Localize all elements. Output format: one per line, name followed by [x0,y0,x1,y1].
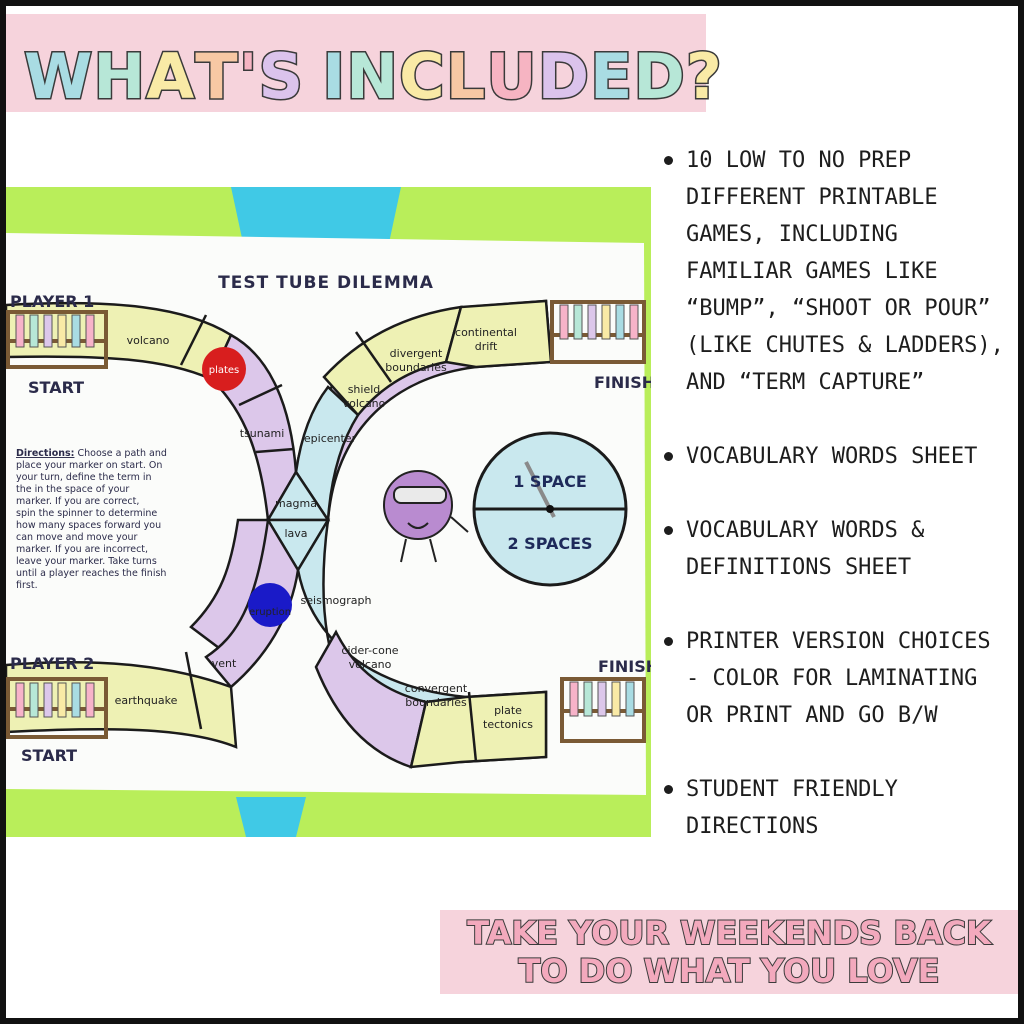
start2-label: START [21,746,77,765]
svg-text:Directions: Choose a path and: Directions: Choose a path and [16,448,167,459]
page-title: WHAT'S INCLUDED? [22,32,723,122]
player1-label: PLAYER 1 [10,292,94,311]
title-letter: ? [684,39,723,115]
title-letter: T [194,39,239,115]
list-item: STUDENT FRIENDLY DIRECTIONS [662,771,1014,845]
title-letter: D [632,39,686,115]
cta-banner: TAKE YOUR WEEKENDS BACK TO DO WHAT YOU L… [440,910,1018,994]
title-letter: S [257,39,305,115]
term-convergent-2: boundaries [405,696,467,709]
directions-line: marker. If you are correct, [16,496,139,507]
game-board-photo: TEST TUBE DILEMMA PLAYER 1 START PLAYER … [6,187,651,837]
term-seismograph: seismograph [301,594,372,607]
term-divergent-2: boundaries [385,361,447,374]
directions-line: marker. If you are incorrect, [16,544,148,555]
game-directions: Directions: Choose a path and place your… [16,448,167,591]
title-letter: I [321,39,347,115]
term-cider: cider-cone [341,644,398,657]
blue-marker [248,583,292,627]
term-eruption: eruption [249,607,291,618]
term-epicenter: epicenter [304,432,357,445]
term-earthquake: earthquake [115,694,178,707]
title-letter: ' [237,39,259,115]
title-letter: N [345,39,400,115]
term-tsunami: tsunami [240,427,285,440]
directions-line: until a player reaches the finish [16,568,166,579]
test-tube-rack-icon [6,310,108,369]
spinner-top-label: 1 SPACE [513,472,587,491]
directions-line: can move and move your [16,532,138,543]
term-continental: continental [455,326,517,339]
test-tube-rack-icon [6,677,108,739]
title-letter: H [92,39,147,115]
directions-line: Choose a path and [77,448,166,459]
list-item: PRINTER VERSION CHOICES - COLOR FOR LAMI… [662,623,1014,734]
title-banner: WHAT'S INCLUDED? [6,14,723,115]
term-plate: plate [494,704,522,717]
test-tube-rack-icon [550,300,646,364]
directions-line: how many spaces forward you [16,520,161,531]
title-letter: C [398,39,446,115]
term-plate-2: tectonics [483,718,533,731]
spinner [472,431,628,587]
title-letter: L [444,39,487,115]
title-letter: A [145,39,196,115]
term-magma: magma [275,497,317,510]
term-vent: vent [212,657,237,670]
title-letter: W [22,39,94,115]
term-cider-2: volcano [349,658,392,671]
term-shield-2: volcano [343,397,386,410]
directions-line: place your marker on start. On [16,460,162,471]
spinner-bottom-label: 2 SPACES [507,534,592,553]
directions-label: Directions: [16,448,74,459]
start1-label: START [28,378,84,397]
cyan-background-bottom [236,797,306,837]
term-volcano: volcano [127,334,170,347]
finish2-label: FINISH [598,657,651,676]
mascot-icon [383,470,469,563]
directions-line: the in the space of your [16,484,129,495]
list-item: VOCABULARY WORDS & DEFINITIONS SHEET [662,512,1014,586]
directions-line: first. [16,580,38,591]
cta-line-2: TO DO WHAT YOU LOVE [518,951,941,991]
directions-line: your turn, define the term in [16,472,152,483]
game-title: TEST TUBE DILEMMA [218,273,434,293]
title-letter: D [536,39,591,115]
term-convergent: convergent [405,682,468,695]
term-continental-2: drift [475,340,498,353]
directions-line: spin the spinner to determine [16,508,157,519]
term-plates: plates [209,365,240,376]
term-divergent: divergent [390,347,443,360]
title-letter: E [589,39,634,115]
directions-line: leave your marker. Take turns [16,556,157,567]
list-item: VOCABULARY WORDS SHEET [662,438,1014,475]
term-lava: lava [284,527,307,540]
red-marker [202,347,246,391]
player2-label: PLAYER 2 [10,654,94,673]
list-item: 10 LOW TO NO PREP DIFFERENT PRINTABLE GA… [662,142,1014,401]
term-shield: shield [348,383,381,396]
finish1-label: FINISH [594,373,651,392]
title-letter: U [485,39,538,115]
included-list: 10 LOW TO NO PREP DIFFERENT PRINTABLE GA… [662,142,1014,882]
cta-text: TAKE YOUR WEEKENDS BACK TO DO WHAT YOU L… [440,913,1018,991]
test-tube-rack-icon [560,677,646,743]
cta-line-1: TAKE YOUR WEEKENDS BACK [466,913,992,953]
